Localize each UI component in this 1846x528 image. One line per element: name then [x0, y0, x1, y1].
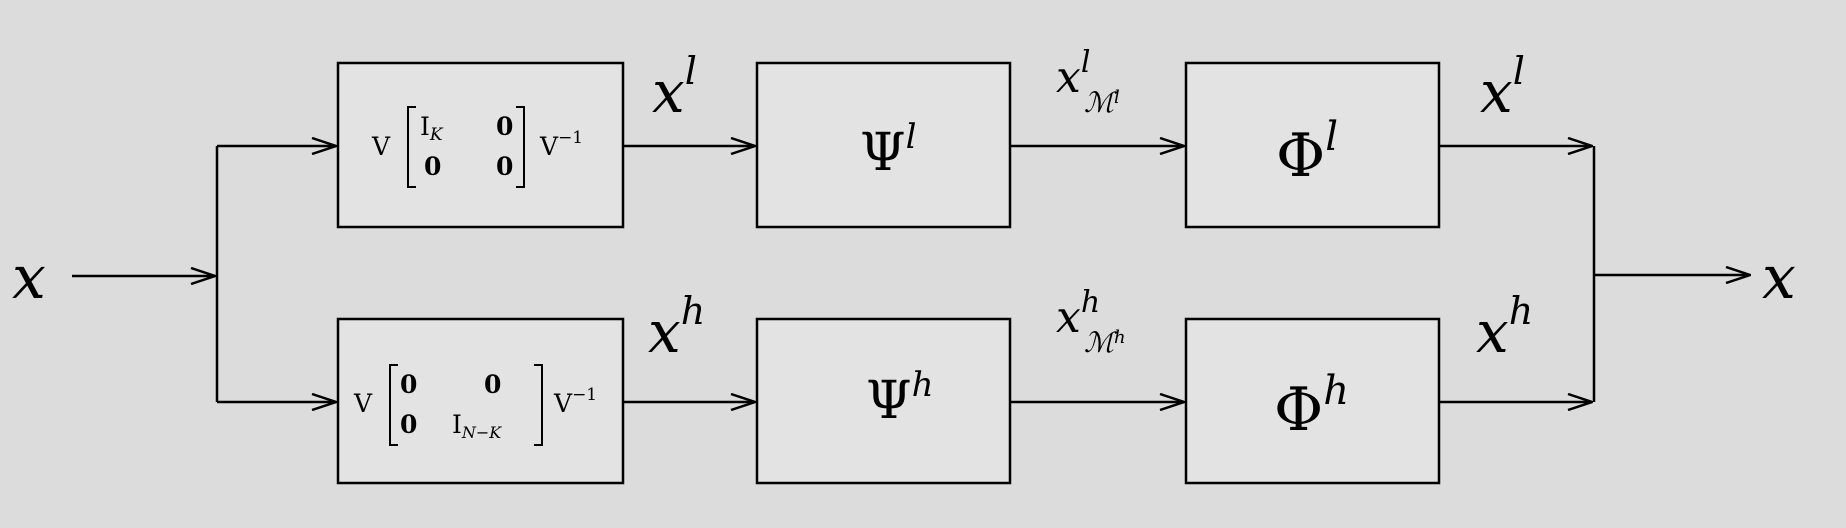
- psi-high-label: Ψh: [866, 365, 934, 431]
- low-signal-x-l-label: xl: [652, 49, 697, 126]
- phi-low-block: [1184, 61, 1441, 229]
- output-x-label: x: [1762, 243, 1796, 313]
- psi-low-block: [755, 61, 1012, 229]
- high-signal-x-h-label: xh: [648, 289, 705, 366]
- high-filter-left-bracket: [389, 364, 398, 446]
- phi-high-block: [1184, 317, 1441, 485]
- low-output-x-l-label: xl: [1480, 49, 1525, 126]
- low-filter-right-bracket: [516, 106, 525, 188]
- psi-low-label: Ψl: [860, 117, 916, 183]
- phi-high-label: Φh: [1274, 368, 1349, 445]
- low-filter-left-bracket: [407, 106, 416, 188]
- high-output-x-h-label: xh: [1476, 289, 1533, 366]
- low-pass-filter-block: [336, 61, 625, 229]
- input-x-label: x: [12, 243, 46, 313]
- high-pass-filter-block: [336, 317, 625, 485]
- high-filter-right-bracket: [534, 364, 543, 446]
- low-filter-expression: V IK 0 0 0 V−1: [371, 112, 583, 181]
- high-filter-expression: V 0 0 0 IN−K V−1: [353, 370, 597, 444]
- psi-high-block: [755, 317, 1012, 485]
- phi-low-label: Φl: [1276, 114, 1338, 191]
